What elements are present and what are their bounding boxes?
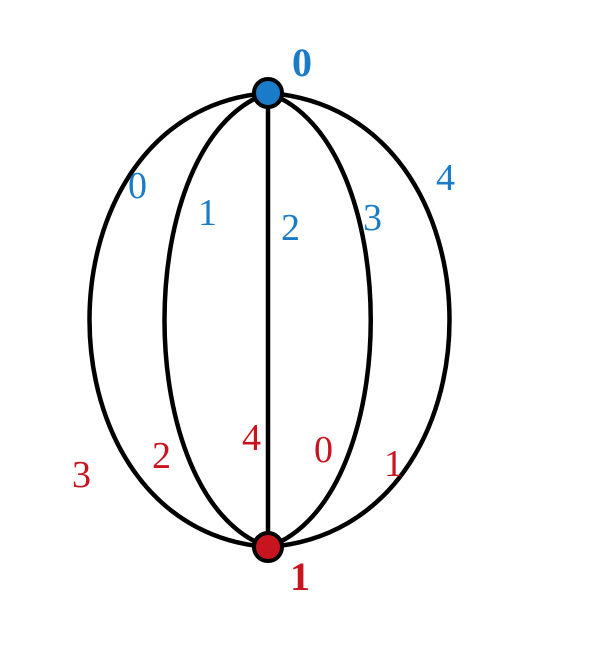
edge-inner-left-top-label: 1 bbox=[198, 192, 217, 234]
vertex-bottom-label: 1 bbox=[290, 554, 310, 599]
edge-outer-right bbox=[267, 90, 452, 550]
edge-inner-left-bottom-label: 2 bbox=[152, 435, 171, 477]
edge-outer-left-top-label: 0 bbox=[128, 165, 147, 207]
vertex-top-label: 0 bbox=[292, 40, 312, 85]
edge-center-top-label: 2 bbox=[281, 207, 300, 249]
edge-inner-left bbox=[162, 90, 269, 550]
edge-outer-left-bottom-label: 3 bbox=[72, 454, 91, 496]
edge-outer-right-top-label: 4 bbox=[436, 157, 455, 199]
edge-inner-right-top-label: 3 bbox=[363, 197, 382, 239]
vertex-bottom bbox=[252, 531, 284, 563]
edge-outer-left bbox=[87, 90, 269, 550]
edge-center-bottom-label: 4 bbox=[242, 417, 261, 459]
edge-inner-right bbox=[267, 90, 373, 550]
vertex-top bbox=[252, 77, 284, 109]
edge-inner-right-bottom-label: 0 bbox=[314, 429, 333, 471]
edge-outer-right-bottom-label: 1 bbox=[384, 443, 403, 485]
